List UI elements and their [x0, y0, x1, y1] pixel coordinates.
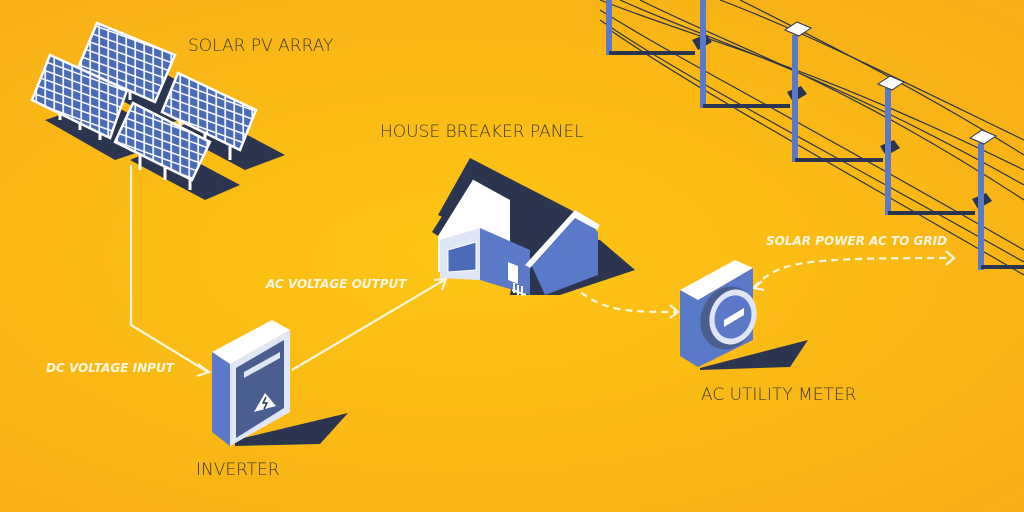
ac-flow-arrowhead — [433, 277, 448, 291]
solar-panel-icon — [113, 101, 212, 182]
power-pole — [968, 129, 1024, 270]
meter-icon — [680, 260, 808, 370]
solar-panel-icon — [30, 53, 129, 140]
grid-flow-label: SOLAR POWER AC TO GRID — [766, 234, 948, 248]
dc-flow-line — [129, 165, 209, 373]
meter-house-dashed — [571, 284, 677, 314]
inverter-icon — [212, 320, 348, 446]
house-icon — [432, 158, 635, 296]
ac-flow-line — [291, 278, 447, 371]
dc-flow-arrowhead — [196, 363, 212, 378]
dc-flow-label: DC VOLTAGE INPUT — [46, 361, 174, 375]
power-grid — [599, 0, 1024, 276]
inverter-label: INVERTER — [196, 460, 280, 480]
solar-panel-icon — [76, 21, 177, 104]
solar-array-label: SOLAR PV ARRAY — [188, 36, 334, 56]
grid-arrowhead-left — [751, 280, 765, 292]
grid-arrowhead-right — [945, 250, 956, 266]
house-label: HOUSE BREAKER PANEL — [380, 122, 584, 142]
grid-dashed — [753, 256, 951, 288]
solar-panel-icon — [160, 71, 258, 152]
meter-house-arrowhead-right — [669, 304, 680, 319]
power-lines — [599, 0, 1024, 276]
solar-array — [30, 21, 285, 200]
ac-flow-label: AC VOLTAGE OUTPUT — [266, 277, 407, 291]
meter-label: AC UTILITY METER — [701, 385, 857, 405]
